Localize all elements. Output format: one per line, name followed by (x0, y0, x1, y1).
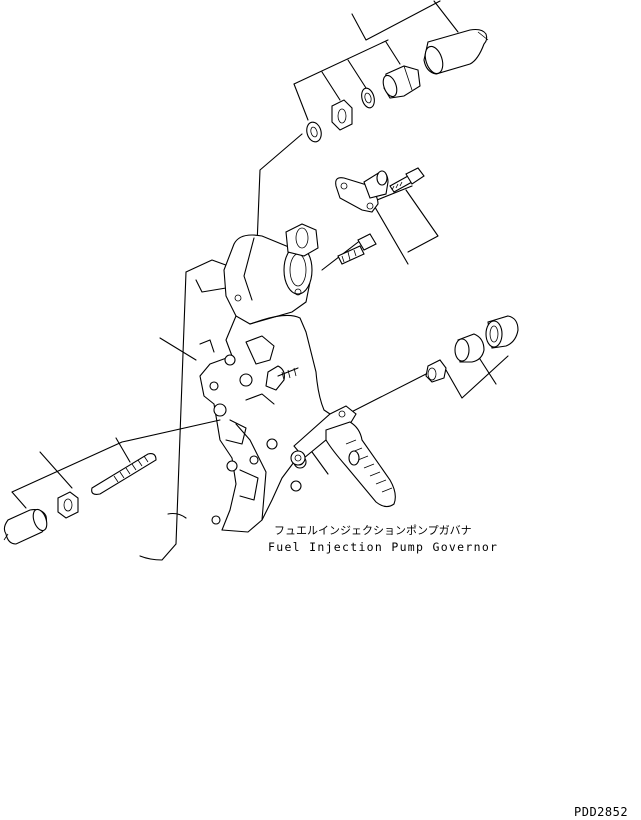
nut-part (331, 99, 353, 131)
part-name-english: Fuel Injection Pump Governor (268, 540, 499, 554)
small-washer-part (306, 121, 322, 143)
tip-cap-part (3, 508, 48, 545)
threaded-rod-part (91, 453, 157, 495)
washer-part (361, 87, 375, 109)
bushing-large (485, 315, 519, 349)
pin-part (425, 359, 447, 383)
bushing-medium (454, 333, 485, 363)
bolt-lower (337, 233, 377, 265)
cap-part (423, 28, 489, 75)
governor-lever (290, 405, 396, 508)
bolt-upper (389, 167, 425, 193)
bracket-part (335, 170, 389, 213)
drawing-code: PDD2852 (574, 805, 629, 819)
threaded-nut-part (57, 491, 79, 519)
sleeve-part (382, 65, 421, 99)
pump-housing (139, 223, 337, 561)
part-name-japanese: フュエルインジェクションポンプガバナ (274, 524, 472, 537)
